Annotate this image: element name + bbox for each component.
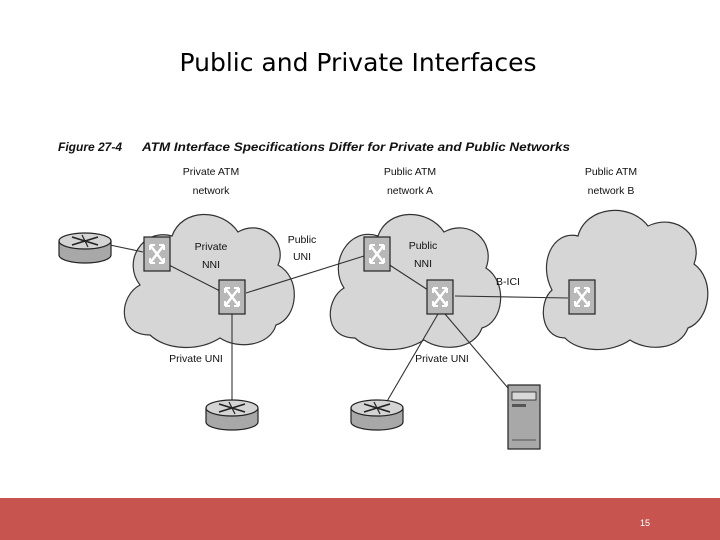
label-public-nni-1: Public — [409, 240, 438, 252]
public-atm-switch-a-core — [425, 278, 455, 316]
server-icon — [507, 384, 541, 450]
label-public-atm-network-b-2: network B — [588, 185, 635, 197]
link-router-to-private-switch — [109, 244, 144, 253]
label-public-atm-network-b-1: Public ATM — [585, 166, 637, 178]
link-public-switch-to-router — [385, 313, 439, 404]
private-atm-cloud — [123, 213, 295, 349]
link-public-a-to-b — [454, 295, 569, 299]
slide-title: Public and Private Interfaces — [179, 48, 537, 77]
public-atm-cloud-b — [542, 209, 709, 351]
link-private-to-public-a — [245, 255, 365, 294]
atm-interface-diagram: Figure 27-4 ATM Interface Specifications… — [58, 140, 709, 450]
label-private-nni-2: NNI — [202, 259, 220, 271]
network-links — [109, 244, 569, 404]
label-public-nni-2: NNI — [414, 258, 432, 270]
label-private-uni-left: Private UNI — [169, 353, 223, 365]
label-b-ici: B-ICI — [496, 276, 520, 288]
label-public-uni-1: Public — [288, 234, 317, 246]
link-public-switch-to-server — [444, 313, 509, 389]
label-private-atm-network-2: network — [193, 185, 231, 197]
label-private-nni-1: Private — [195, 241, 228, 253]
label-public-uni-2: UNI — [293, 251, 311, 263]
figure-caption-text: ATM Interface Specifications Differ for … — [141, 140, 570, 154]
page-number: 15 — [640, 518, 651, 528]
label-public-atm-network-a-2: network A — [387, 185, 433, 197]
label-public-atm-network-a-1: Public ATM — [384, 166, 436, 178]
label-private-uni-right: Private UNI — [415, 353, 469, 365]
label-private-atm-network-1: Private ATM — [183, 166, 239, 178]
router-public-uni — [350, 399, 404, 431]
link-public-a-internal — [384, 261, 429, 291]
public-atm-switch-a-edge — [362, 235, 392, 273]
figure-caption-number: Figure 27-4 — [58, 140, 122, 154]
private-atm-switch-edge — [142, 235, 172, 273]
public-atm-switch-b — [567, 278, 597, 316]
link-private-internal — [162, 261, 223, 293]
router-private-uni — [205, 399, 259, 431]
footer-bar — [0, 498, 720, 540]
private-atm-switch-core — [217, 278, 247, 316]
router-left — [58, 232, 112, 264]
